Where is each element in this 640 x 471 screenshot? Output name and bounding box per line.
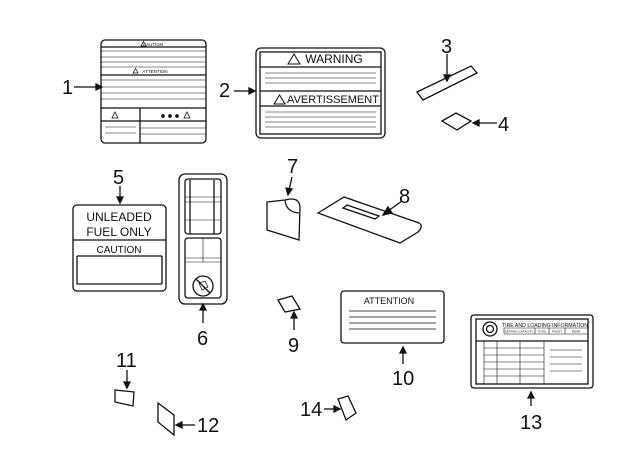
callout-8: 8 — [399, 186, 410, 208]
label-6 — [178, 173, 228, 323]
callout-1: 1 — [62, 77, 73, 99]
label-3 — [416, 54, 479, 101]
label-11 — [114, 370, 135, 407]
label-5-line1: UNLEADED — [86, 210, 152, 224]
label-2-avertissement: AVERTISSEMENT — [287, 94, 379, 106]
label-10 — [340, 290, 445, 364]
callout-14: 14 — [300, 399, 322, 421]
label-5-caution: CAUTION — [97, 245, 142, 256]
label-1-caution: CAUTION — [143, 42, 163, 47]
label-7 — [266, 176, 301, 241]
callout-9: 9 — [288, 335, 299, 357]
label-13-col4: REAR — [572, 330, 581, 334]
callout-3: 3 — [441, 36, 452, 58]
callout-12: 12 — [197, 415, 219, 437]
callout-7: 7 — [287, 156, 298, 178]
label-1-attention: ATTENTION — [142, 69, 167, 74]
label-12 — [157, 401, 195, 437]
label-2-warning: WARNING — [305, 52, 363, 66]
callout-10: 10 — [392, 368, 414, 390]
label-13-col3: FRONT — [552, 330, 562, 334]
label-5 — [72, 186, 167, 292]
label-9 — [277, 295, 302, 330]
label-13 — [470, 314, 594, 406]
callout-5: 5 — [113, 167, 124, 189]
callout-11: 11 — [116, 350, 137, 372]
label-13-title: TIRE AND LOADING INFORMATION — [502, 323, 588, 329]
callout-13: 13 — [520, 412, 542, 434]
label-2 — [234, 47, 386, 139]
callout-6: 6 — [197, 328, 208, 350]
label-13-col2: TOTAL — [537, 330, 547, 334]
label-8 — [316, 196, 422, 244]
label-13-col1: SEATING CAPACITY — [505, 330, 534, 334]
callout-2: 2 — [219, 80, 230, 102]
callout-4: 4 — [498, 114, 509, 136]
label-14 — [324, 395, 357, 422]
label-1 — [74, 39, 207, 144]
label-4 — [440, 112, 497, 131]
label-5-line2: FUEL ONLY — [86, 225, 151, 239]
label-10-attention: ATTENTION — [364, 296, 414, 306]
